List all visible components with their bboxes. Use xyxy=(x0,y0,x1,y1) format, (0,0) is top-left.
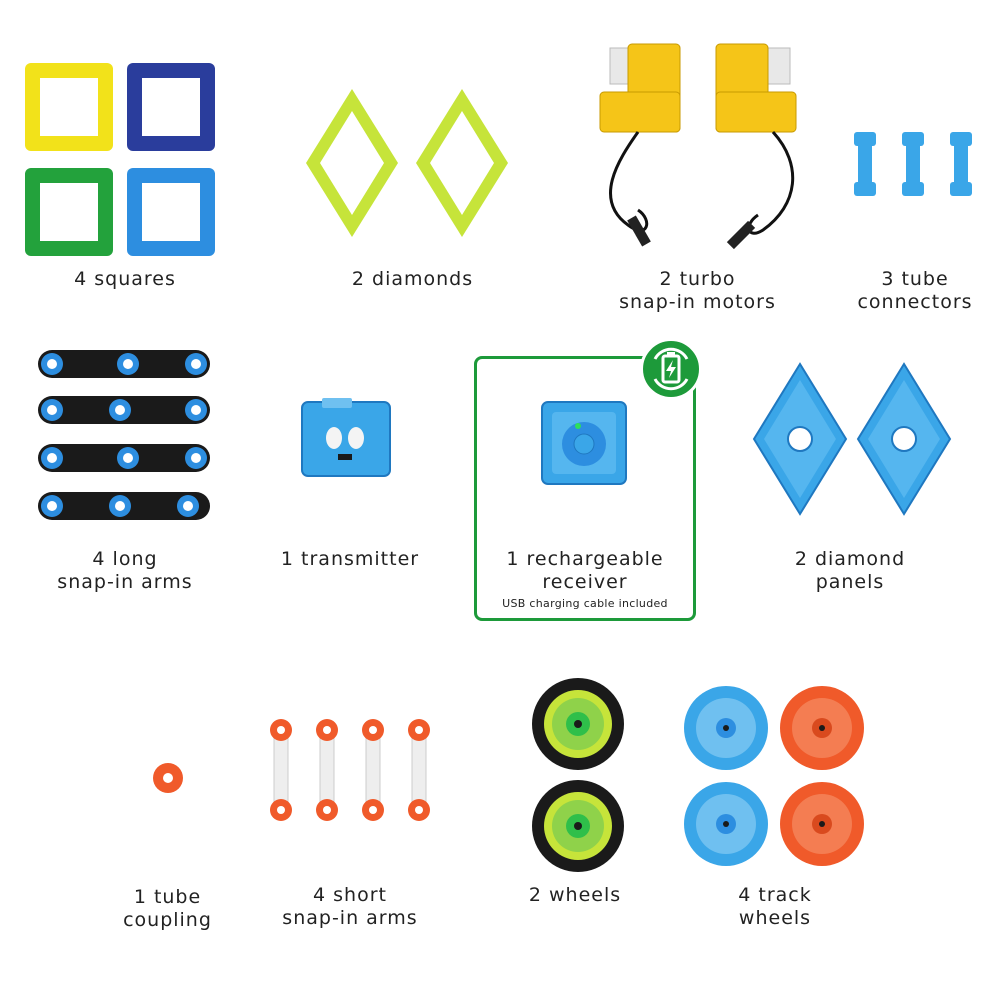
long-arm-icon xyxy=(36,340,216,530)
square-panels-icon xyxy=(20,58,225,263)
receiver-highlight-frame xyxy=(474,356,696,621)
diamond-frames-icon xyxy=(302,85,517,245)
tube-connector-icon xyxy=(848,130,978,200)
label-diamonds: 2 diamonds xyxy=(351,268,474,290)
label-transmitter: 1 transmitter xyxy=(280,548,420,570)
label-squares: 4 squares xyxy=(74,268,176,290)
wheel-icon xyxy=(526,676,630,876)
track-wheel-icon xyxy=(682,684,866,868)
battery-recharge-icon xyxy=(640,338,702,400)
usb-cable-note: USB charging cable included xyxy=(502,597,668,610)
label-wheels: 2 wheels xyxy=(528,884,622,906)
transmitter-icon xyxy=(298,396,394,480)
short-arm-icon xyxy=(268,718,434,822)
diamond-panel-icon xyxy=(752,362,952,517)
receiver-icon xyxy=(538,398,630,488)
turbo-motor-icon xyxy=(598,40,803,265)
tube-coupling-icon xyxy=(150,760,186,796)
